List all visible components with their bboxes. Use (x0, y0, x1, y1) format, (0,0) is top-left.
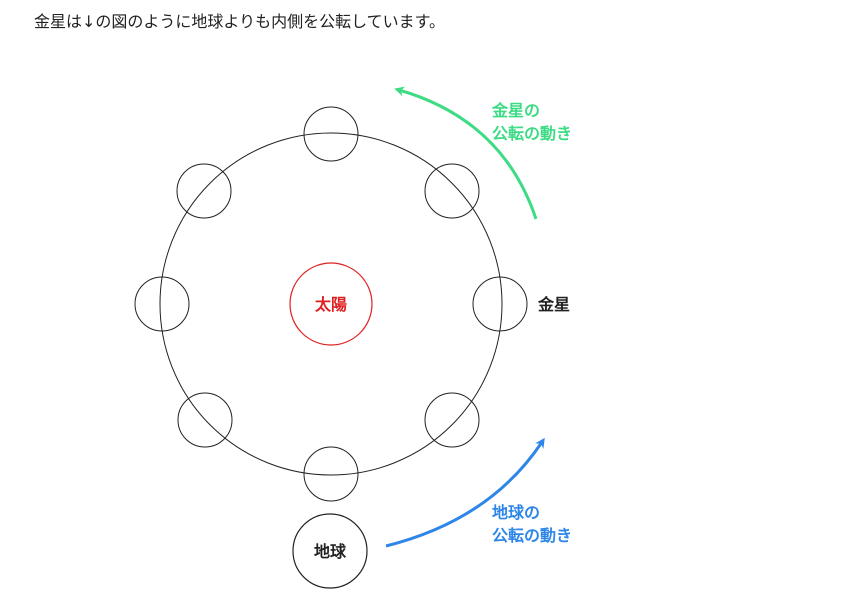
venus-position-bottom-left (177, 392, 233, 448)
sun (289, 262, 373, 346)
venus-motion-label-line2: 公転の動き (492, 124, 572, 143)
earth-motion-label-line2: 公転の動き (492, 526, 572, 545)
earth-label: 地球 (314, 542, 347, 561)
venus-motion-arrow (394, 86, 538, 220)
venus-orbit (159, 132, 503, 476)
page-caption: 金星は↓の図のように地球よりも内側を公転しています。 (34, 12, 446, 31)
venus-motion-label-line1: 金星の (491, 101, 540, 120)
sun-label: 太陽 (314, 295, 347, 314)
earth-motion-arrow (385, 437, 545, 548)
venus-position-top-right (424, 163, 480, 219)
venus-position-bottom (303, 446, 359, 502)
venus-position-right (472, 276, 528, 332)
venus-label: 金星 (537, 295, 570, 314)
venus-position-left (134, 276, 190, 332)
venus-position-top (303, 106, 359, 162)
earth (292, 513, 368, 589)
venus-position-top-left (176, 163, 232, 219)
earth-motion-label-line1: 地球の (492, 503, 540, 522)
venus-position-bottom-right (424, 392, 480, 448)
